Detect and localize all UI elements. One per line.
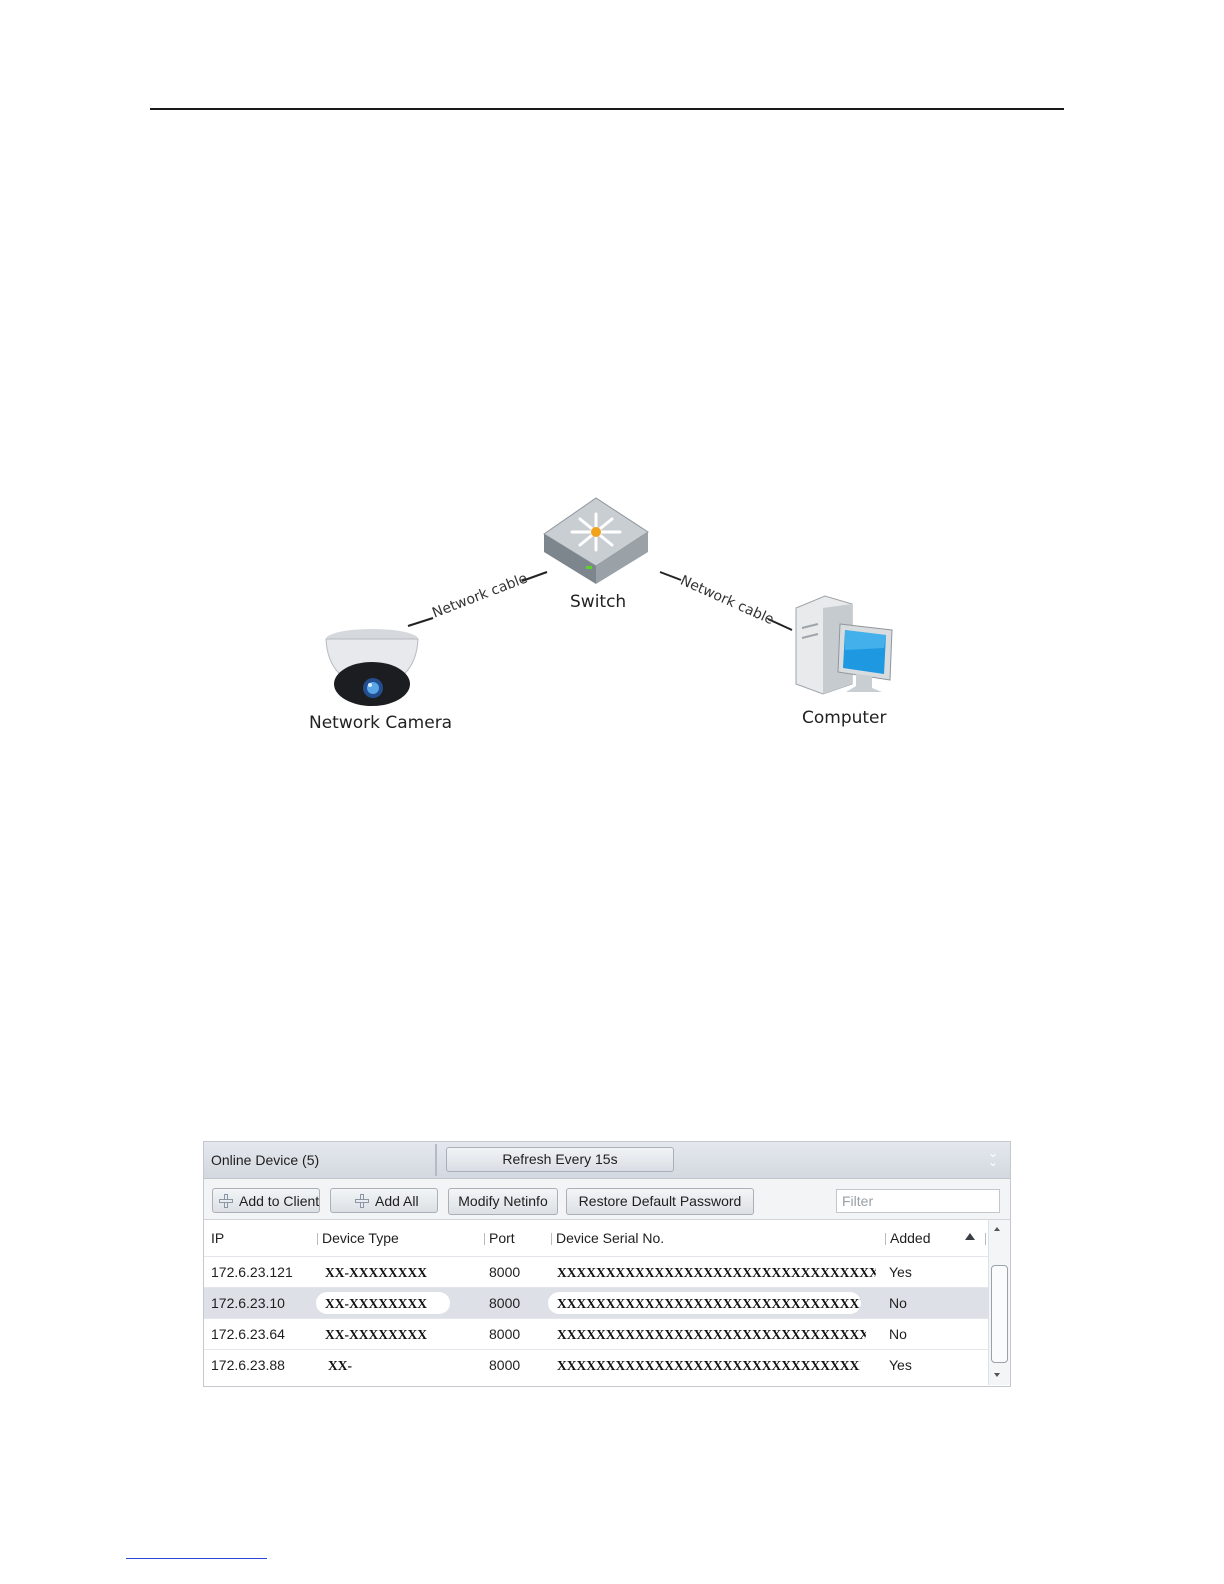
table-scrollbar[interactable]	[988, 1220, 1010, 1385]
ip-cell: 172.6.23.121	[211, 1264, 293, 1280]
added-cell: No	[889, 1295, 907, 1311]
filter-input[interactable]	[836, 1189, 1000, 1213]
cable-right-line-b	[767, 618, 793, 631]
device-type-cell: XX-XXXXXXXX	[316, 1261, 454, 1283]
network-topology-diagram: Switch Network Camera Computer Network c…	[300, 488, 920, 748]
double-chevron-down-icon[interactable]: ⌄⌄	[988, 1146, 999, 1169]
device-type-cell: XX-XXXXXXXX	[316, 1323, 434, 1345]
added-cell: Yes	[889, 1264, 912, 1280]
added-cell: Yes	[889, 1357, 912, 1373]
switch-label: Switch	[570, 592, 627, 612]
modify-netinfo-button[interactable]: Modify Netinfo	[448, 1188, 558, 1215]
restore-default-password-button[interactable]: Restore Default Password	[566, 1188, 754, 1215]
serial-cell: XXXXXXXXXXXXXXXXXXXXXXXXXXXXXXXX	[548, 1323, 866, 1345]
header-separator	[435, 1144, 437, 1176]
cable-left-line-b	[521, 571, 548, 582]
computer-icon	[795, 595, 893, 695]
column-header-port[interactable]: Port	[489, 1230, 515, 1246]
switch-icon	[543, 497, 649, 584]
table-row[interactable]: 172.6.23.88 XX-XXXXXXXXX 8000 XXXXXXXXXX…	[204, 1349, 988, 1381]
scrollbar-thumb[interactable]	[991, 1265, 1008, 1363]
column-separator	[985, 1233, 986, 1245]
refresh-interval-button[interactable]: Refresh Every 15s	[446, 1147, 674, 1172]
column-separator	[484, 1233, 485, 1245]
device-type-cell: XX-XXXXXXXX	[316, 1292, 450, 1314]
ip-cell: 172.6.23.64	[211, 1326, 285, 1342]
scroll-up-icon[interactable]	[994, 1227, 1000, 1231]
added-cell: No	[889, 1326, 907, 1342]
table-row[interactable]: 172.6.23.64 XX-XXXXXXXX 8000 XXXXXXXXXXX…	[204, 1318, 988, 1350]
camera-icon	[325, 629, 419, 706]
add-all-button[interactable]: Add All	[330, 1188, 438, 1213]
column-header-added[interactable]: Added	[890, 1230, 931, 1246]
cable-right-line-a	[659, 571, 682, 581]
add-to-client-button[interactable]: Add to Client	[212, 1188, 320, 1213]
camera-label: Network Camera	[309, 713, 453, 733]
add-all-label: Add All	[375, 1193, 419, 1209]
table-row[interactable]: 172.6.23.121 XX-XXXXXXXX 8000 XXXXXXXXXX…	[204, 1256, 988, 1288]
add-to-client-label: Add to Client	[239, 1193, 320, 1209]
device-table: IP Device Type Port Device Serial No. Ad…	[204, 1220, 988, 1385]
column-header-serial[interactable]: Device Serial No.	[556, 1230, 665, 1246]
panel-toolbar: Add to Client Add All Modify Netinfo Res…	[204, 1179, 1010, 1220]
sort-ascending-icon[interactable]	[965, 1233, 975, 1240]
column-separator	[317, 1233, 318, 1245]
ip-cell: 172.6.23.10	[211, 1295, 285, 1311]
footnote-rule	[126, 1558, 267, 1559]
serial-cell: XXXXXXXXXXXXXXXXXXXXXXXXXXXXXXXX	[548, 1292, 861, 1314]
panel-header: Online Device (5) Refresh Every 15s ⌄⌄	[204, 1142, 1010, 1179]
port-cell: 8000	[489, 1264, 521, 1280]
table-row[interactable]: 172.6.23.10 XX-XXXXXXXX 8000 XXXXXXXXXXX…	[204, 1287, 988, 1319]
port-cell: 8000	[489, 1326, 521, 1342]
device-type-cell: XX-XXXXXXXXX	[319, 1354, 435, 1376]
column-separator	[885, 1233, 886, 1245]
column-separator	[551, 1233, 552, 1245]
column-header-ip[interactable]: IP	[211, 1230, 225, 1246]
computer-label: Computer	[802, 708, 887, 728]
column-header-device-type[interactable]: Device Type	[322, 1230, 399, 1246]
scroll-down-icon[interactable]	[994, 1373, 1000, 1377]
port-cell: 8000	[489, 1357, 521, 1373]
plus-icon	[355, 1194, 369, 1208]
plus-icon	[219, 1194, 233, 1208]
panel-title: Online Device (5)	[211, 1152, 320, 1168]
port-cell: 8000	[489, 1295, 521, 1311]
diagram-graphics	[325, 497, 893, 706]
cable-left-line-a	[407, 617, 434, 627]
ip-cell: 172.6.23.88	[211, 1357, 285, 1373]
header-rule	[150, 108, 1064, 110]
serial-cell: XXXXXXXXXXXXXXXXXXXXXXXXXXXXXXXX	[548, 1354, 861, 1376]
online-device-panel: Online Device (5) Refresh Every 15s ⌄⌄ A…	[203, 1141, 1011, 1387]
serial-cell: XXXXXXXXXXXXXXXXXXXXXXXXXXXXXXXXX	[548, 1261, 876, 1283]
